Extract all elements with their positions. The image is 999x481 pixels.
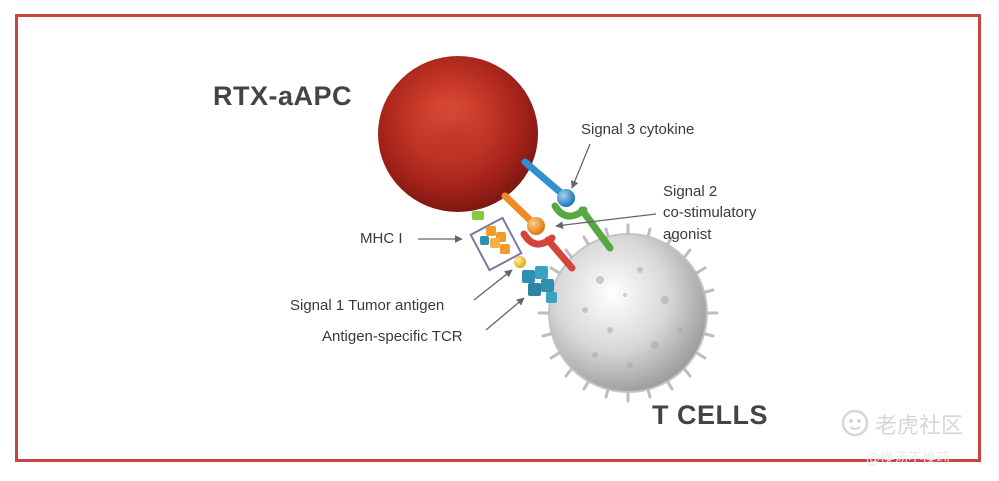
rtx-aapc-cell [378, 56, 538, 212]
signal3-label: Signal 3 cytokine [581, 121, 695, 138]
signal2-line3: agonist [663, 226, 712, 243]
watermark-brand: 老虎社区 [875, 414, 964, 439]
watermark-logo-icon [841, 409, 869, 437]
signal3-receptor [551, 202, 614, 252]
signal2-receptor [520, 230, 576, 272]
mhc-label: MHC I [360, 230, 403, 247]
t-cell [537, 223, 719, 403]
signal2-line2: co-stimulatory [663, 204, 757, 221]
mhc-i-complex [469, 211, 526, 272]
signal1-label: Signal 1 Tumor antigen [290, 297, 445, 314]
signal2-agonist [501, 192, 545, 235]
signal3-cytokine [521, 158, 575, 207]
antigen-specific-tcr [522, 266, 557, 303]
signal2-line1: Signal 2 [663, 183, 718, 200]
watermark-handle: @换汤不换药 [866, 451, 950, 467]
t-cells-label: T CELLS [652, 400, 768, 430]
tcr-label: Antigen-specific TCR [322, 328, 463, 345]
rtx-aapc-label: RTX-aAPC [213, 81, 353, 111]
label-pointers [418, 143, 657, 331]
